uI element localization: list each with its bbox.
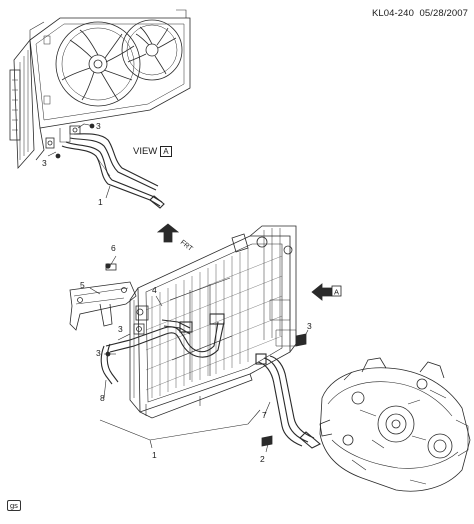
front-arrow-label: FRT — [179, 239, 195, 253]
diagram-header: KL04-240 05/28/2007 — [372, 8, 468, 19]
fasteners — [55, 123, 307, 447]
callout-5: 5 — [80, 280, 85, 290]
leader-lines — [47, 123, 309, 453]
callout-3-cooler-lower: 3 — [96, 348, 101, 358]
front-arrow — [156, 223, 180, 243]
view-a-label: VIEW A — [133, 146, 172, 157]
cooler-bracket — [69, 281, 137, 331]
callout-4: 4 — [152, 285, 157, 295]
gs-badge: gs — [7, 500, 21, 511]
callout-3-upper-left: 3 — [42, 158, 47, 168]
callout-3-right: 3 — [307, 321, 312, 331]
view-a-arrow — [311, 283, 333, 301]
transmission-assembly — [319, 357, 471, 492]
view-a-arrow-box — [331, 285, 342, 297]
view-a-arrow-ref: A — [334, 288, 339, 297]
callout-3-cooler-upper: 3 — [118, 324, 123, 334]
callout-1-upper: 1 — [98, 197, 103, 207]
lower-cooler-pipes — [100, 313, 225, 385]
view-text: VIEW — [133, 146, 158, 157]
callout-6: 6 — [111, 243, 116, 253]
cooler-fittings — [105, 263, 149, 335]
upper-cooler-pipes — [61, 133, 165, 209]
transmission-pipes — [255, 353, 321, 449]
view-ref-box: A — [160, 146, 172, 157]
callout-2: 2 — [260, 454, 265, 464]
main-radiator-assembly — [129, 225, 297, 419]
upper-radiator-assembly — [9, 9, 191, 170]
diagram-date: 05/28/2007 — [419, 8, 468, 19]
diagram-code: KL04-240 — [371, 8, 414, 19]
callout-3-upper-right: 3 — [96, 121, 101, 131]
callout-1-lower: 1 — [152, 450, 157, 460]
callout-8: 8 — [100, 393, 105, 403]
callout-7: 7 — [262, 410, 267, 420]
